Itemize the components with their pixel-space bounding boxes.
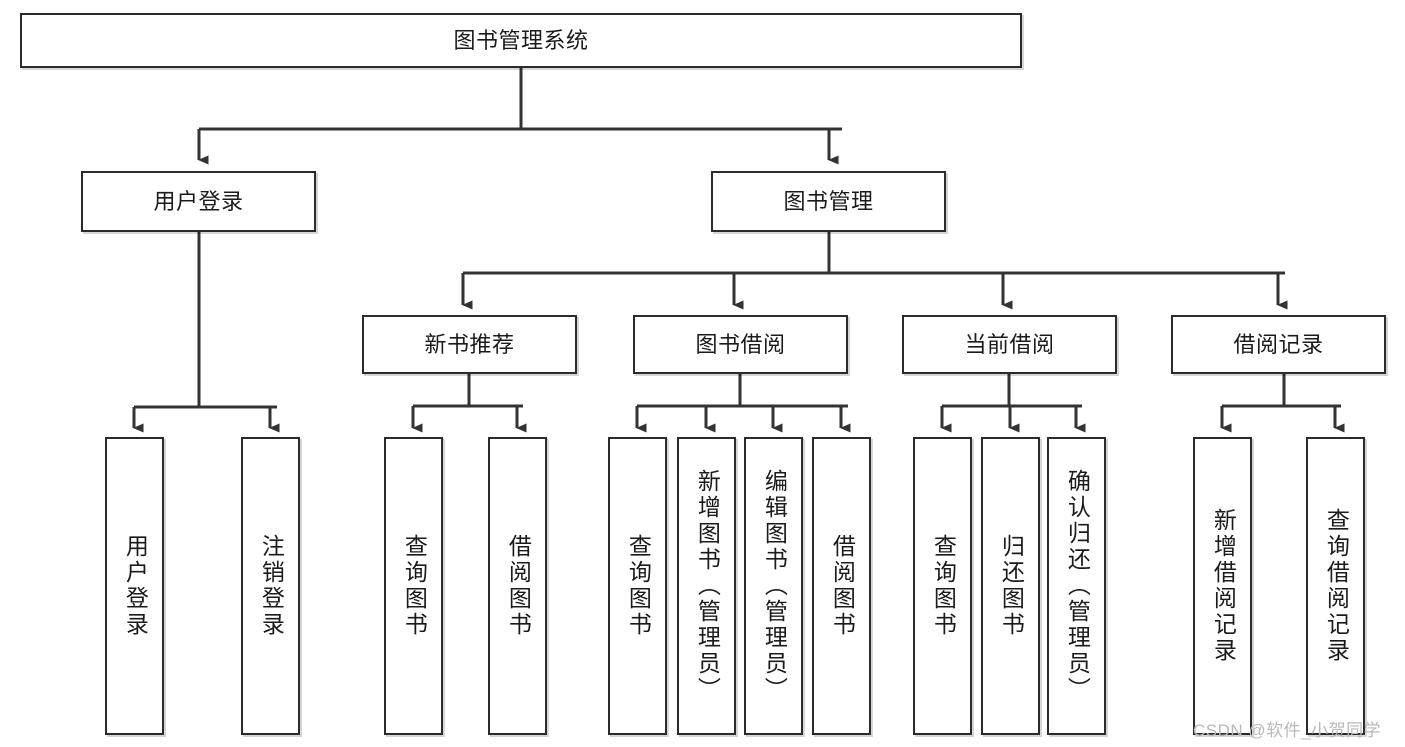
- node-new-book-recommend[interactable]: 新书推荐: [362, 315, 577, 374]
- node-user-login[interactable]: 用户登录: [81, 171, 316, 232]
- node-leaf-borrow-book-1[interactable]: 借阅图书: [488, 437, 547, 735]
- node-leaf-edit-book[interactable]: 编辑图书（管理员）: [744, 437, 803, 735]
- node-root[interactable]: 图书管理系统: [20, 13, 1022, 68]
- node-borrow-record[interactable]: 借阅记录: [1171, 315, 1386, 374]
- node-leaf-borrow-book-1-label: 借阅图书: [505, 534, 532, 638]
- node-book-manage-label: 图书管理: [783, 188, 874, 214]
- node-leaf-add-book[interactable]: 新增图书（管理员）: [677, 437, 736, 735]
- node-book-manage[interactable]: 图书管理: [711, 171, 946, 232]
- node-leaf-query-book-1[interactable]: 查询图书: [384, 437, 443, 735]
- node-leaf-user-login[interactable]: 用户登录: [105, 437, 164, 735]
- node-leaf-confirm-return-label: 确认归还（管理员）: [1064, 469, 1091, 703]
- node-leaf-query-book-2[interactable]: 查询图书: [608, 437, 667, 735]
- node-leaf-logout-label: 注销登录: [258, 534, 285, 638]
- node-current-borrow-label: 当前借阅: [964, 331, 1055, 357]
- node-current-borrow[interactable]: 当前借阅: [902, 315, 1117, 374]
- node-leaf-query-book-3-label: 查询图书: [930, 534, 957, 638]
- node-leaf-borrow-book-2-label: 借阅图书: [829, 534, 856, 638]
- node-book-borrow[interactable]: 图书借阅: [633, 315, 848, 374]
- node-leaf-query-book-3[interactable]: 查询图书: [913, 437, 972, 735]
- node-leaf-edit-book-label: 编辑图书（管理员）: [761, 469, 788, 703]
- node-leaf-query-record[interactable]: 查询借阅记录: [1306, 437, 1365, 735]
- node-borrow-record-label: 借阅记录: [1233, 331, 1324, 357]
- node-leaf-query-book-2-label: 查询图书: [625, 534, 652, 638]
- node-leaf-logout[interactable]: 注销登录: [241, 437, 300, 735]
- node-new-book-recommend-label: 新书推荐: [424, 331, 515, 357]
- node-leaf-add-record[interactable]: 新增借阅记录: [1193, 437, 1252, 735]
- node-leaf-return-book-label: 归还图书: [998, 534, 1025, 638]
- node-leaf-confirm-return[interactable]: 确认归还（管理员）: [1047, 437, 1106, 735]
- node-leaf-user-login-label: 用户登录: [122, 534, 149, 638]
- node-user-login-label: 用户登录: [153, 188, 244, 214]
- node-leaf-query-book-1-label: 查询图书: [401, 534, 428, 638]
- node-leaf-return-book[interactable]: 归还图书: [981, 437, 1040, 735]
- node-leaf-add-record-label: 新增借阅记录: [1210, 508, 1237, 664]
- node-leaf-borrow-book-2[interactable]: 借阅图书: [812, 437, 871, 735]
- node-leaf-query-record-label: 查询借阅记录: [1323, 508, 1350, 664]
- node-root-label: 图书管理系统: [453, 27, 589, 53]
- node-book-borrow-label: 图书借阅: [695, 331, 786, 357]
- node-leaf-add-book-label: 新增图书（管理员）: [694, 469, 721, 703]
